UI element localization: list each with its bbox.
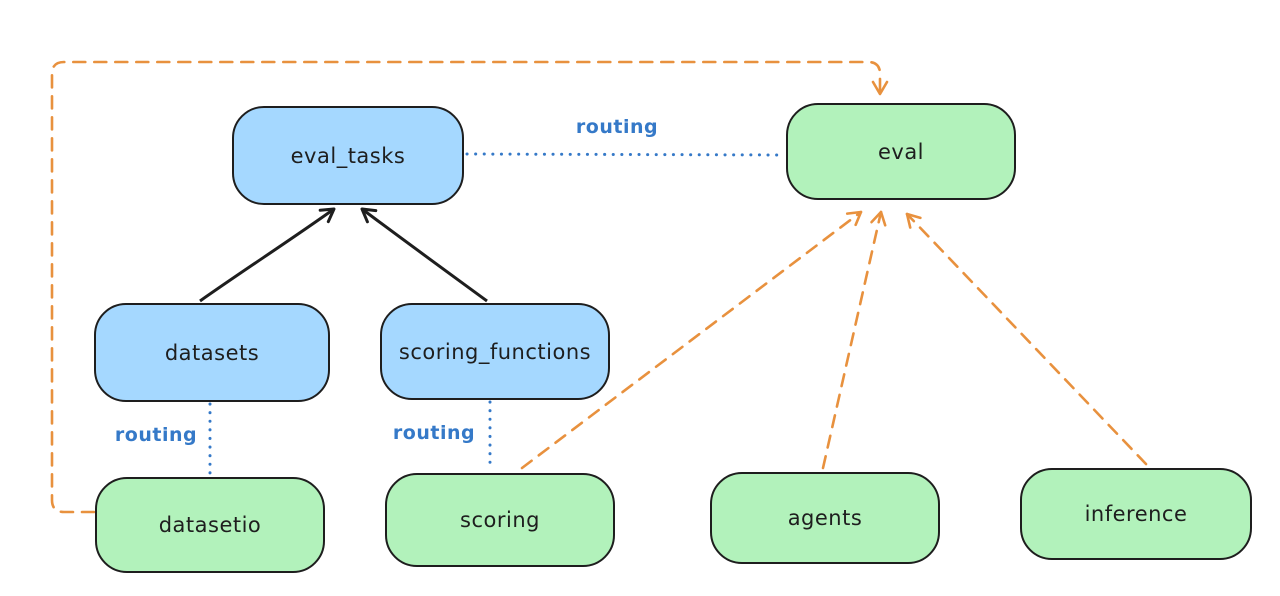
edge-agents-to-eval	[821, 210, 887, 470]
node-scoring-label: scoring	[460, 508, 540, 532]
edge-label-routing-datasets: routing	[114, 424, 198, 446]
node-datasetio: datasetio	[95, 477, 325, 573]
node-datasets-label: datasets	[164, 340, 260, 365]
edge-label-routing-scoring: routing	[392, 422, 476, 444]
node-eval-tasks-label: eval_tasks	[290, 143, 406, 168]
node-scoring-functions-label: scoring_functions	[398, 339, 592, 364]
node-scoring: scoring	[385, 473, 615, 567]
node-eval-tasks: eval_tasks	[232, 106, 464, 205]
node-agents-label: agents	[787, 506, 863, 530]
edge-datasetio-to-eval	[50, 60, 889, 514]
node-eval: eval	[786, 103, 1016, 200]
node-datasetio-label: datasetio	[158, 513, 262, 537]
node-agents: agents	[710, 472, 940, 564]
node-datasets: datasets	[94, 303, 330, 402]
node-inference-label: inference	[1084, 502, 1188, 526]
edge-scoring-to-eval	[520, 210, 863, 470]
edge-datasets-to-eval-tasks	[199, 207, 336, 303]
edge-routing-eval-tasks-to-eval	[465, 152, 786, 157]
edge-label-routing-top: routing	[575, 116, 659, 138]
node-inference: inference	[1020, 468, 1252, 560]
node-scoring-functions: scoring_functions	[380, 303, 610, 400]
edge-inference-to-eval	[905, 212, 1148, 466]
node-eval-label: eval	[877, 139, 925, 164]
edge-scoring-functions-to-eval-tasks	[360, 207, 488, 303]
